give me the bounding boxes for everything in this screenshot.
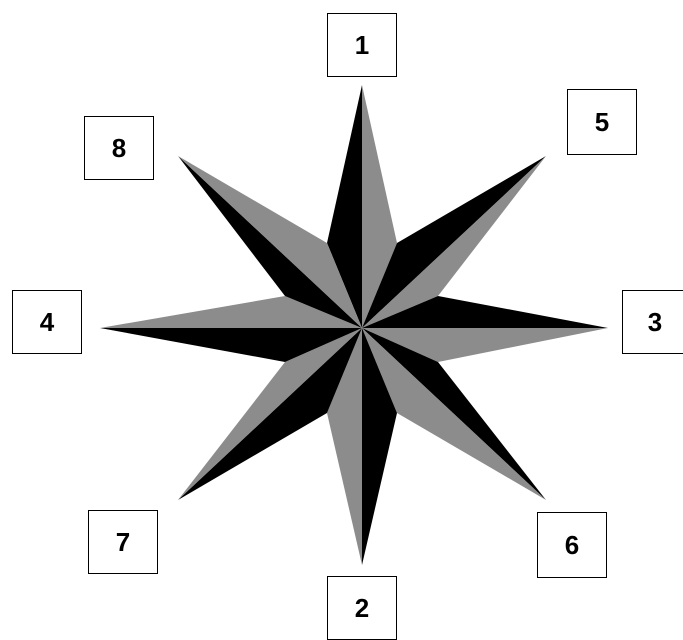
label-box-west: 4 xyxy=(12,290,82,354)
label-box-southeast: 6 xyxy=(537,512,607,578)
label-box-southwest: 7 xyxy=(88,510,158,574)
label-box-northwest: 8 xyxy=(84,116,154,180)
label-box-south: 2 xyxy=(327,576,397,640)
label-box-east: 3 xyxy=(622,290,683,354)
label-box-north: 1 xyxy=(327,13,397,77)
label-box-northeast: 5 xyxy=(567,89,637,155)
